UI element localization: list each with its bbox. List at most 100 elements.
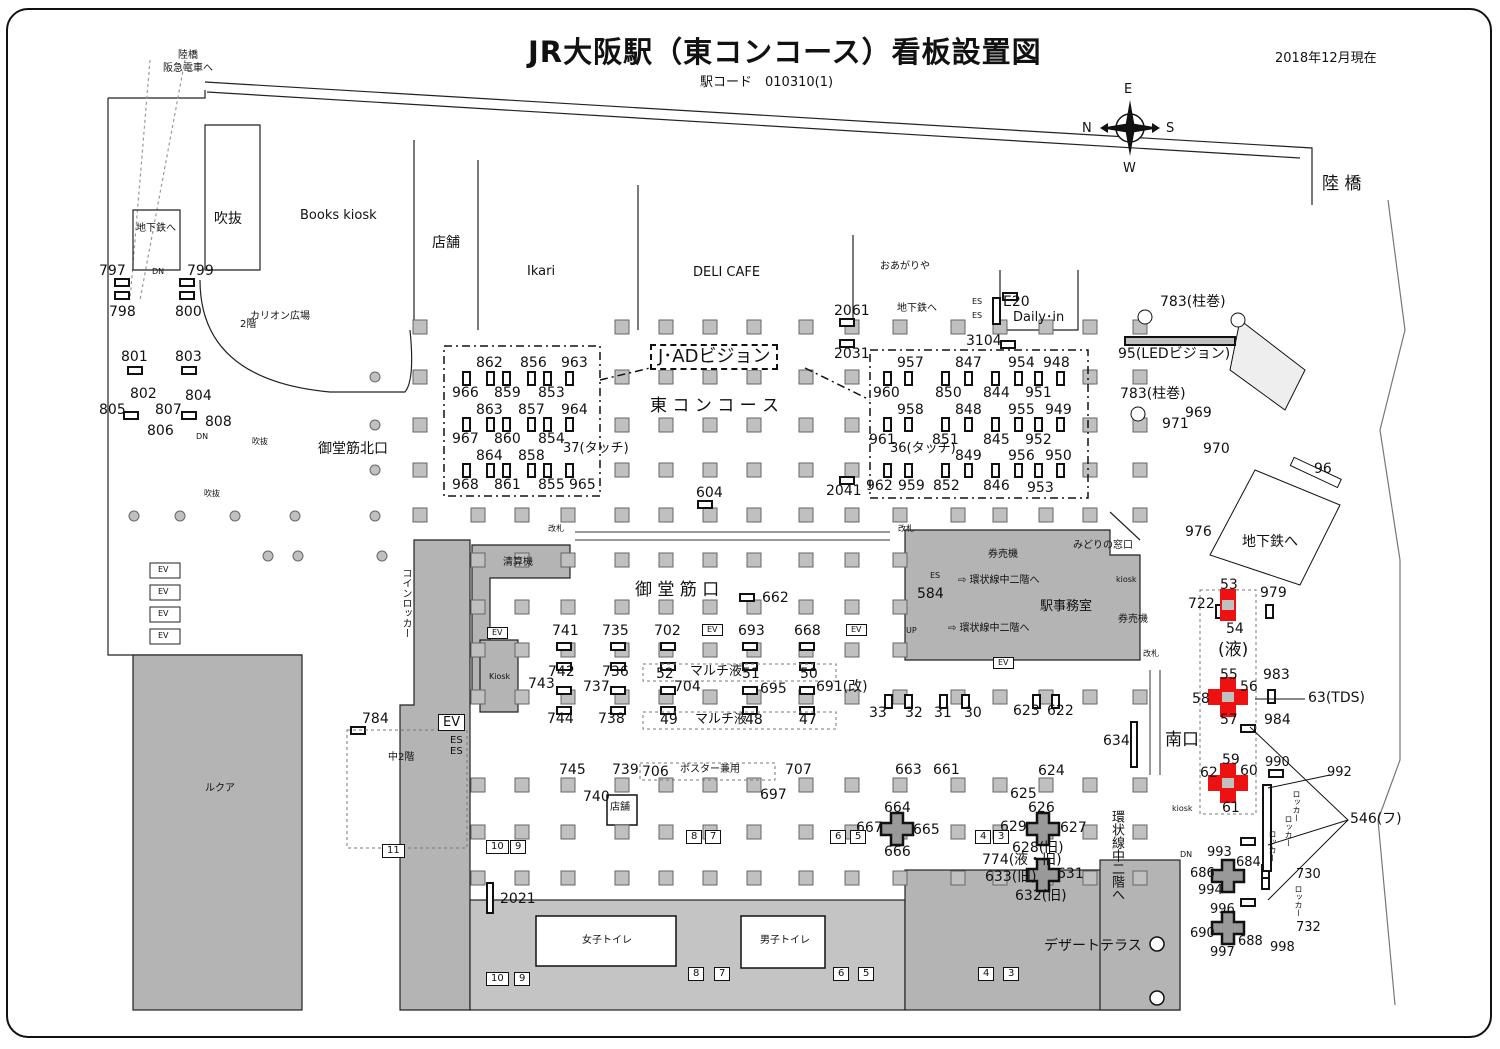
sign-number-736[interactable]: 736 <box>602 664 629 680</box>
sign-number-2061[interactable]: 2061 <box>834 303 870 319</box>
sign-frame[interactable] <box>1014 371 1023 386</box>
sign-frame[interactable] <box>565 417 574 432</box>
sign-frame[interactable] <box>565 463 574 478</box>
sign-number-983[interactable]: 983 <box>1263 667 1290 683</box>
sign-frame[interactable] <box>179 291 195 300</box>
sign-number-990[interactable]: 990 <box>1265 755 1290 770</box>
sign-frame[interactable] <box>127 366 143 375</box>
sign-number-48[interactable]: 48 <box>745 712 763 728</box>
sign-frame[interactable] <box>739 593 755 602</box>
sign-number-740[interactable]: 740 <box>583 789 610 805</box>
sign-number-969[interactable]: 969 <box>1185 405 1212 421</box>
sign-number-971[interactable]: 971 <box>1162 416 1189 432</box>
sign-number-666[interactable]: 666 <box>884 844 911 860</box>
sign-number-546[interactable]: 546(フ) <box>1350 811 1402 827</box>
sign-number-739[interactable]: 739 <box>612 762 639 778</box>
sign-frame[interactable] <box>1240 724 1256 733</box>
sign-number-856[interactable]: 856 <box>520 355 547 371</box>
sign-frame[interactable] <box>839 476 855 485</box>
sign-number-857[interactable]: 857 <box>518 402 545 418</box>
sign-frame[interactable] <box>1130 721 1138 768</box>
sign-number-979[interactable]: 979 <box>1260 585 1287 601</box>
sign-frame[interactable] <box>610 642 626 651</box>
sign-number-30[interactable]: 30 <box>964 705 982 721</box>
sign-number-854[interactable]: 854 <box>538 431 565 447</box>
sign-number-584[interactable]: 584 <box>917 586 944 602</box>
sign-number-799[interactable]: 799 <box>187 263 214 279</box>
sign-number-61[interactable]: 61 <box>1222 800 1240 816</box>
sign-number-62[interactable]: 62 <box>1200 765 1218 781</box>
sign-number-849[interactable]: 849 <box>955 448 982 464</box>
sign-frame[interactable] <box>883 463 892 478</box>
sign-number-60[interactable]: 60 <box>1240 763 1258 779</box>
sign-number-967[interactable]: 967 <box>452 431 479 447</box>
sign-number-808[interactable]: 808 <box>205 414 232 430</box>
sign-number-741[interactable]: 741 <box>552 623 579 639</box>
sign-frame[interactable] <box>1034 371 1043 386</box>
sign-frame[interactable] <box>839 339 855 348</box>
sign-number-665[interactable]: 665 <box>913 822 940 838</box>
sign-number-3104[interactable]: 3104 <box>966 333 1002 349</box>
sign-number-959[interactable]: 959 <box>898 478 925 494</box>
sign-number-32[interactable]: 32 <box>905 705 923 721</box>
sign-number-663[interactable]: 663 <box>895 762 922 778</box>
sign-frame[interactable] <box>114 291 130 300</box>
sign-frame[interactable] <box>991 417 1000 432</box>
sign-number-632[interactable]: 632(旧) <box>1015 888 1067 904</box>
sign-number-743[interactable]: 743 <box>528 676 555 692</box>
sign-frame[interactable] <box>660 662 676 671</box>
sign-number-860[interactable]: 860 <box>494 431 521 447</box>
sign-number-845[interactable]: 845 <box>983 432 1010 448</box>
sign-frame[interactable] <box>1014 463 1023 478</box>
sign-frame[interactable] <box>991 463 1000 478</box>
sign-frame[interactable] <box>1262 784 1272 872</box>
sign-number-707[interactable]: 707 <box>785 762 812 778</box>
sign-number-852[interactable]: 852 <box>933 478 960 494</box>
sign-number-96[interactable]: 96 <box>1314 461 1332 477</box>
sign-number-863[interactable]: 863 <box>476 402 503 418</box>
sign-frame[interactable] <box>486 882 494 914</box>
sign-number-862[interactable]: 862 <box>476 355 503 371</box>
sign-frame[interactable] <box>1034 417 1043 432</box>
sign-number-806[interactable]: 806 <box>147 423 174 439</box>
sign-frame[interactable] <box>1034 463 1043 478</box>
sign-number-846[interactable]: 846 <box>983 478 1010 494</box>
sign-number-784[interactable]: 784 <box>362 711 389 727</box>
sign-number-864[interactable]: 864 <box>476 448 503 464</box>
sign-frame[interactable] <box>556 642 572 651</box>
sign-frame[interactable] <box>991 371 1000 386</box>
sign-number-948[interactable]: 948 <box>1043 355 1070 371</box>
sign-number-59[interactable]: 59 <box>1222 752 1240 768</box>
sign-number-730[interactable]: 730 <box>1296 867 1321 882</box>
sign-frame[interactable] <box>1002 292 1018 301</box>
sign-number-998[interactable]: 998 <box>1270 940 1295 955</box>
sign-number-861[interactable]: 861 <box>494 477 521 493</box>
sign-frame[interactable] <box>660 642 676 651</box>
sign-cross[interactable] <box>1210 910 1246 946</box>
sign-number-664[interactable]: 664 <box>884 800 911 816</box>
sign-number-984[interactable]: 984 <box>1264 712 1291 728</box>
sign-frame[interactable] <box>181 411 197 420</box>
sign-frame[interactable] <box>660 706 676 715</box>
sign-cross[interactable] <box>1025 811 1061 847</box>
sign-frame[interactable] <box>179 278 195 287</box>
sign-number-844[interactable]: 844 <box>983 385 1010 401</box>
sign-frame[interactable] <box>742 706 758 715</box>
sign-number-63[interactable]: 63(TDS) <box>1308 690 1365 706</box>
sign-number-2021[interactable]: 2021 <box>500 891 536 907</box>
sign-number-54[interactable]: 54 <box>1226 621 1244 637</box>
sign-number-37[interactable]: 37(タッチ) <box>563 441 629 456</box>
sign-number-855[interactable]: 855 <box>538 477 565 493</box>
sign-number-36[interactable]: 36(タッチ) <box>890 441 956 456</box>
sign-number-51[interactable]: 51 <box>742 666 760 682</box>
sign-frame[interactable] <box>527 371 536 386</box>
sign-frame[interactable] <box>1056 463 1065 478</box>
sign-frame[interactable] <box>904 417 913 432</box>
sign-frame[interactable] <box>992 297 1001 325</box>
sign-frame[interactable] <box>799 642 815 651</box>
sign-number-31[interactable]: 31 <box>934 705 952 721</box>
sign-frame[interactable] <box>556 706 572 715</box>
sign-number-50[interactable]: 50 <box>800 666 818 682</box>
sign-number-848[interactable]: 848 <box>955 402 982 418</box>
sign-number-853[interactable]: 853 <box>538 385 565 401</box>
